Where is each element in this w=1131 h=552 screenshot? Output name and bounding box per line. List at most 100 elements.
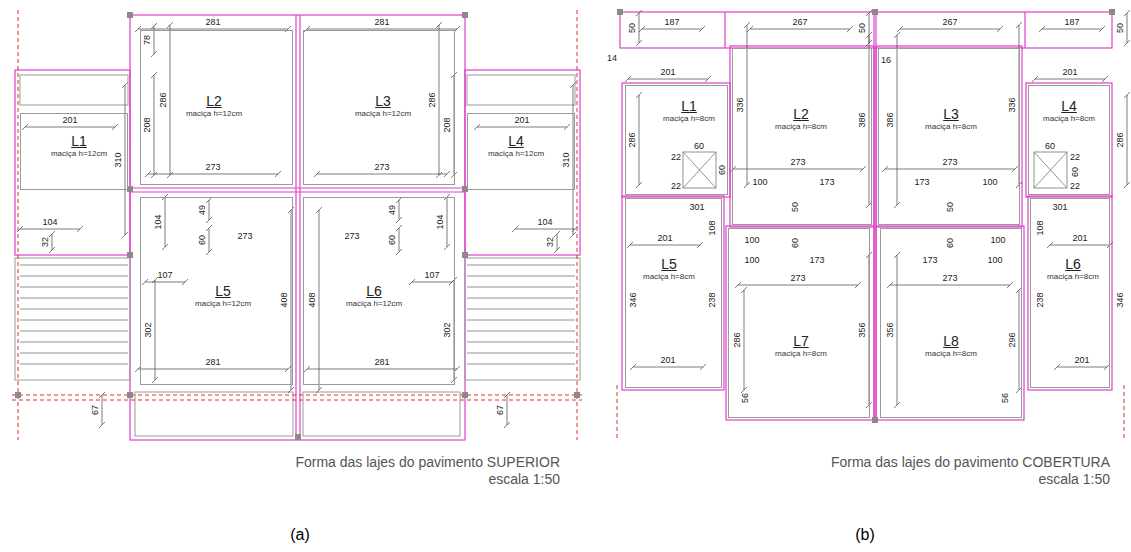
- dimension-line: [154, 75, 155, 175]
- dimension-label: 302: [144, 322, 153, 337]
- dimension-label: 49: [198, 205, 207, 215]
- dimension-tick: [705, 76, 711, 82]
- dimension-tick: [436, 22, 442, 28]
- dimension-tick: [747, 26, 753, 32]
- dimension-tick: [997, 26, 1003, 32]
- dimension-line: [399, 228, 400, 252]
- dimension-label: 273: [790, 158, 805, 167]
- dimension-tick: [897, 26, 903, 32]
- dimension-label: 56: [741, 393, 750, 403]
- dimension-label: 67: [496, 405, 505, 415]
- dimension-line: [447, 197, 448, 247]
- dimension-tick: [1107, 242, 1113, 248]
- dimension-label: 173: [914, 178, 929, 187]
- dimension-label: 296: [1008, 332, 1017, 347]
- dimension-line: [557, 234, 558, 250]
- dimension-tick: [625, 76, 631, 82]
- dimension-line: [319, 210, 320, 390]
- dimension-tick: [436, 172, 442, 178]
- dimension-line: [138, 369, 288, 370]
- column-symbol: [617, 9, 1115, 423]
- dimension-line: [639, 95, 640, 185]
- dimension-tick: [866, 252, 872, 258]
- dimension-line: [733, 169, 863, 170]
- dimension-line: [155, 280, 156, 380]
- dimension-tick: [1012, 166, 1018, 172]
- dimension-label: 201: [62, 116, 77, 125]
- dimension-tick: [554, 231, 560, 237]
- slab-label: L7maciça h=8cm: [775, 333, 827, 359]
- dimension-label: 104: [537, 218, 552, 227]
- dimension-tick: [866, 402, 872, 408]
- dimension-label: 286: [628, 132, 637, 147]
- dimension-line: [317, 174, 447, 175]
- wall-outline: [15, 15, 580, 440]
- dimension-tick: [49, 231, 55, 237]
- dimension-tick: [512, 226, 518, 232]
- dimension-label: 336: [1008, 97, 1017, 112]
- dimension-tick: [1102, 76, 1108, 82]
- slab-name: L4: [1043, 98, 1095, 114]
- dimension-label: 22: [671, 153, 681, 162]
- dimension-tick: [564, 124, 570, 130]
- caption-text: escala 1:50: [488, 472, 560, 486]
- dimension-tick: [730, 166, 736, 172]
- dimension-tick: [636, 92, 642, 98]
- dimension-tick: [697, 242, 703, 248]
- dimension-label: 281: [374, 18, 389, 27]
- dimension-tick: [396, 225, 402, 231]
- dimension-label: 22: [671, 182, 681, 191]
- dimension-tick: [444, 244, 450, 250]
- dimension-label: 60: [198, 235, 207, 245]
- slab-panel: L3maciça h=8cm: [878, 48, 1020, 225]
- dimension-label: 16: [881, 56, 891, 65]
- slab-spec: maciça h=8cm: [663, 114, 715, 124]
- dimension-line: [291, 210, 292, 390]
- dimension-tick: [288, 387, 294, 393]
- dimension-tick: [122, 232, 128, 238]
- dimension-tick: [122, 82, 128, 88]
- dimension-line: [639, 13, 640, 43]
- slab-spec: maciça h=8cm: [1043, 114, 1095, 124]
- slab-label: L4maciça h=8cm: [1043, 98, 1095, 124]
- dimension-tick: [636, 40, 642, 46]
- dimension-tick: [741, 387, 747, 393]
- dimension-line: [1057, 367, 1107, 368]
- dimension-tick: [894, 252, 900, 258]
- dimension-tick: [167, 172, 173, 178]
- dimension-tick: [504, 392, 510, 398]
- slab-spec: maciça h=8cm: [775, 349, 827, 359]
- dimension-line: [744, 290, 745, 390]
- grid-line: [617, 385, 1124, 440]
- dimension-tick: [206, 217, 212, 223]
- dimension-tick: [162, 244, 168, 250]
- dimension-tick: [99, 392, 105, 398]
- dimension-tick: [316, 387, 322, 393]
- dimension-label: 100: [982, 178, 997, 187]
- dimension-tick: [206, 225, 212, 231]
- dimension-label: 201: [660, 356, 675, 365]
- dimension-label: 273: [942, 274, 957, 283]
- dimension-tick: [182, 279, 188, 285]
- dimension-tick: [882, 166, 888, 172]
- dimension-label: 201: [657, 234, 672, 243]
- caption-text: Forma das lajes do pavimento COBERTURA: [831, 455, 1110, 469]
- dimension-tick: [894, 32, 900, 38]
- dimension-label: 302: [443, 322, 452, 337]
- slab-label: L5maciça h=12cm: [195, 283, 251, 309]
- dimension-label: 173: [809, 256, 824, 265]
- dimension-label: 346: [629, 292, 638, 307]
- slab-panel: L4maciça h=8cm: [1028, 85, 1110, 195]
- dimension-label: 60: [946, 238, 955, 248]
- dimension-tick: [700, 364, 706, 370]
- dimension-label: 100: [987, 256, 1002, 265]
- column-symbol: [15, 12, 580, 440]
- dimension-tick: [167, 22, 173, 28]
- dimension-tick: [396, 249, 402, 255]
- dimension-tick: [49, 247, 55, 253]
- dimension-line: [148, 174, 278, 175]
- dimension-line: [738, 285, 858, 286]
- dimension-label: 281: [205, 18, 220, 27]
- dimension-label: 286: [1116, 132, 1125, 147]
- dimension-line: [439, 25, 440, 175]
